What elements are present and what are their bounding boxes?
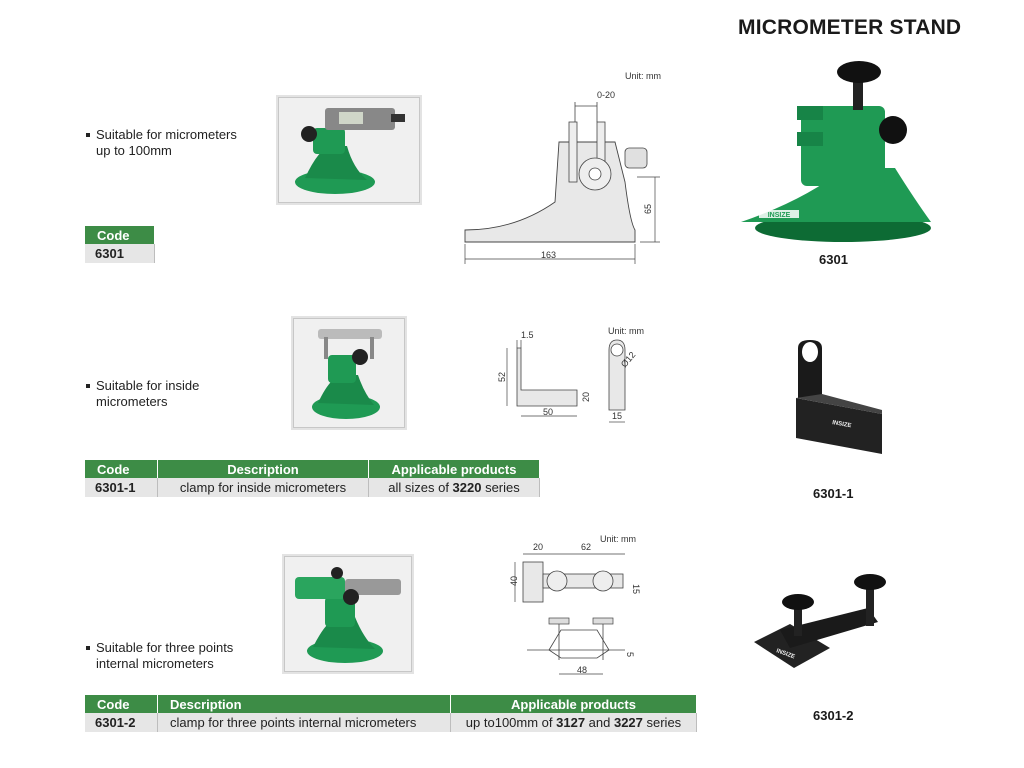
table-cell-code: 6301 bbox=[85, 244, 155, 263]
caption-6301-2: 6301-2 bbox=[813, 708, 854, 723]
bullet-text: Suitable for three points bbox=[96, 640, 234, 655]
bullet-text: Suitable for micrometers bbox=[96, 127, 237, 142]
caption-6301: 6301 bbox=[819, 252, 848, 267]
bullet-dot bbox=[86, 645, 90, 650]
technical-drawing-6301: 0-20 65 163 bbox=[464, 90, 660, 264]
table-cell-code: 6301-2 bbox=[85, 713, 158, 732]
dim-base-height: 20 bbox=[581, 392, 591, 402]
bullet-dot bbox=[86, 132, 90, 137]
bullet-text-line2: internal micrometers bbox=[96, 656, 214, 671]
bullet-dot bbox=[86, 383, 90, 388]
table-header-products: Applicable products bbox=[450, 695, 697, 713]
section2-table: Code Description Applicable products 630… bbox=[85, 460, 540, 497]
table-row: 6301-1 clamp for inside micrometers all … bbox=[85, 478, 540, 497]
product-image-6301: INSIZE bbox=[741, 61, 931, 242]
technical-drawing-6301-1: 1.5 52 20 50 Ø12 15 bbox=[497, 330, 637, 423]
table-header-description: Description bbox=[157, 695, 451, 713]
brand-logo: INSIZE bbox=[832, 420, 852, 429]
unit-label: Unit: mm bbox=[608, 326, 644, 336]
dim-a: 20 bbox=[533, 542, 543, 552]
product-image-6301-1: INSIZE bbox=[796, 340, 882, 454]
page-title: MICROMETER STAND bbox=[738, 16, 962, 39]
dim-length: 163 bbox=[541, 250, 556, 260]
dim-height: 40 bbox=[509, 576, 519, 586]
dim-height: 52 bbox=[497, 372, 507, 382]
table-row: 6301-2 clamp for three points internal m… bbox=[85, 713, 697, 732]
table-cell-description: clamp for inside micrometers bbox=[157, 478, 369, 497]
table-header-code: Code bbox=[85, 695, 158, 713]
table-header-code: Code bbox=[85, 460, 158, 478]
bullet-text-line2: up to 100mm bbox=[96, 143, 172, 158]
technical-drawing-6301-2: 20 62 40 15 5 48 bbox=[509, 542, 641, 675]
table-header-products: Applicable products bbox=[368, 460, 540, 478]
section1-bullet: Suitable for micrometers up to 100mm bbox=[86, 127, 237, 159]
unit-label: Unit: mm bbox=[625, 71, 661, 81]
dim-height: 65 bbox=[643, 204, 653, 214]
unit-label: Unit: mm bbox=[600, 534, 636, 544]
brand-logo: INSIZE bbox=[768, 212, 791, 219]
section2-bullet: Suitable for inside micrometers bbox=[86, 378, 199, 410]
dim-right: 15 bbox=[631, 584, 641, 594]
section3-bullet: Suitable for three points internal micro… bbox=[86, 640, 233, 672]
table-header-description: Description bbox=[157, 460, 369, 478]
table-cell-products: all sizes of 3220 series bbox=[368, 478, 540, 497]
dim-side-width: 15 bbox=[612, 411, 622, 421]
caption-6301-1: 6301-1 bbox=[813, 486, 854, 501]
dim-b: 62 bbox=[581, 542, 591, 552]
bullet-text-line2: micrometers bbox=[96, 394, 168, 409]
table-header-code: Code bbox=[85, 226, 155, 244]
product-photo-6301-1-in-use bbox=[293, 318, 405, 428]
product-image-6301-2: INSIZE bbox=[754, 574, 886, 668]
table-cell-products: up to100mm of 3127 and 3227 series bbox=[450, 713, 697, 732]
dim-bottom: 48 bbox=[577, 665, 587, 675]
product-photo-6301-2-in-use bbox=[284, 556, 412, 672]
dim-thickness: 1.5 bbox=[521, 330, 534, 340]
bullet-text: Suitable for inside bbox=[96, 378, 200, 393]
product-photo-6301-in-use bbox=[278, 97, 420, 203]
table-cell-code: 6301-1 bbox=[85, 478, 158, 497]
dim-top: 0-20 bbox=[597, 90, 615, 100]
section3-table: Code Description Applicable products 630… bbox=[85, 695, 697, 732]
table-cell-description: clamp for three points internal micromet… bbox=[157, 713, 451, 732]
section1-code-table: Code 6301 bbox=[85, 226, 155, 263]
dim-small: 5 bbox=[625, 652, 635, 657]
dim-base-length: 50 bbox=[543, 407, 553, 417]
